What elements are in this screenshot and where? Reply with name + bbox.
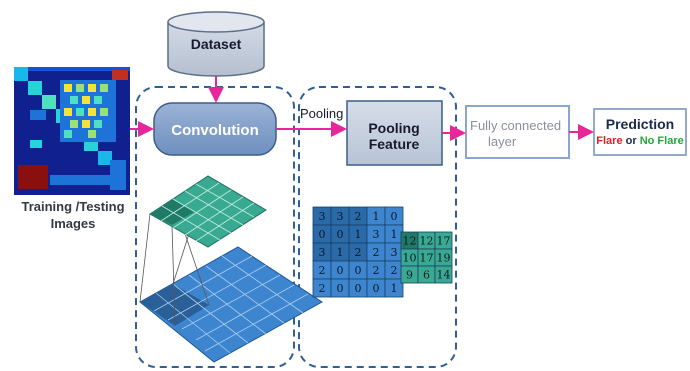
pooling-arrow-label: Pooling [300, 106, 344, 121]
pool-input-value: 2 [373, 264, 380, 277]
pool-input-value: 0 [391, 210, 398, 223]
pool-input-value: 0 [337, 228, 344, 241]
pooling-feature-label: Pooling Feature [368, 120, 420, 152]
pool-input-value: 3 [337, 210, 344, 223]
pool-input-value: 0 [319, 228, 326, 241]
pool-input-cell [384, 278, 404, 298]
convolution-illustration [139, 175, 323, 363]
pool-output-value: 17 [420, 252, 434, 265]
pool-input-value: 0 [337, 282, 344, 295]
class-no-flare: No Flare [639, 135, 684, 147]
fully-connected-line1: Fully connected [470, 118, 562, 133]
pool-output-value: 9 [406, 269, 413, 282]
pool-output-value: 10 [403, 252, 417, 265]
pool-input-value: 3 [319, 210, 326, 223]
pool-input-value: 2 [373, 246, 380, 259]
pool-output-value: 12 [403, 235, 417, 248]
dataset-label: Dataset [190, 36, 242, 52]
pool-input-value: 0 [373, 282, 380, 295]
pool-input-value: 1 [337, 246, 344, 259]
pool-output-value: 6 [423, 269, 430, 282]
pool-input-value: 0 [355, 264, 362, 277]
pool-output-value: 17 [437, 235, 451, 248]
convolution-label: Convolution [171, 122, 259, 139]
prediction-box [593, 108, 687, 156]
input-image [14, 67, 130, 195]
pool-input-value: 0 [355, 282, 362, 295]
pool-output-value: 14 [437, 269, 451, 282]
pool-input-value: 1 [391, 282, 398, 295]
class-flare: Flare [596, 135, 623, 147]
pool-input-value: 1 [373, 210, 380, 223]
prediction-title: Prediction [605, 116, 675, 132]
pool-input-value: 2 [355, 246, 362, 259]
prediction-classes: Flare or No Flare [594, 135, 686, 147]
pool-input-value: 0 [337, 264, 344, 277]
pool-input-value: 1 [391, 228, 398, 241]
fully-connected-label: Fully connected layer [470, 118, 566, 150]
pool-input-value: 2 [355, 210, 362, 223]
pool-input-value: 2 [319, 264, 326, 277]
pool-input-value: 2 [391, 264, 398, 277]
fully-connected-line2: layer [488, 134, 517, 149]
pooling-region [298, 86, 457, 368]
pool-input-value: 2 [319, 282, 326, 295]
pool-output-value: 12 [420, 235, 434, 248]
pool-input-value: 3 [391, 246, 398, 259]
convolution-region [135, 86, 295, 368]
input-caption-line1: Training /Testing [21, 199, 125, 214]
pool-output-cell [434, 265, 453, 284]
fully-connected-box [465, 105, 570, 159]
input-caption-line2: Images [50, 216, 96, 231]
pool-input-value: 3 [373, 228, 380, 241]
dataset-cylinder [167, 11, 265, 77]
pool-input-value: 1 [355, 228, 362, 241]
input-caption: Training /Testing Images [4, 198, 142, 232]
class-joiner: or [625, 135, 637, 147]
pool-output-value: 19 [437, 252, 451, 265]
pool-input-value: 3 [319, 246, 326, 259]
